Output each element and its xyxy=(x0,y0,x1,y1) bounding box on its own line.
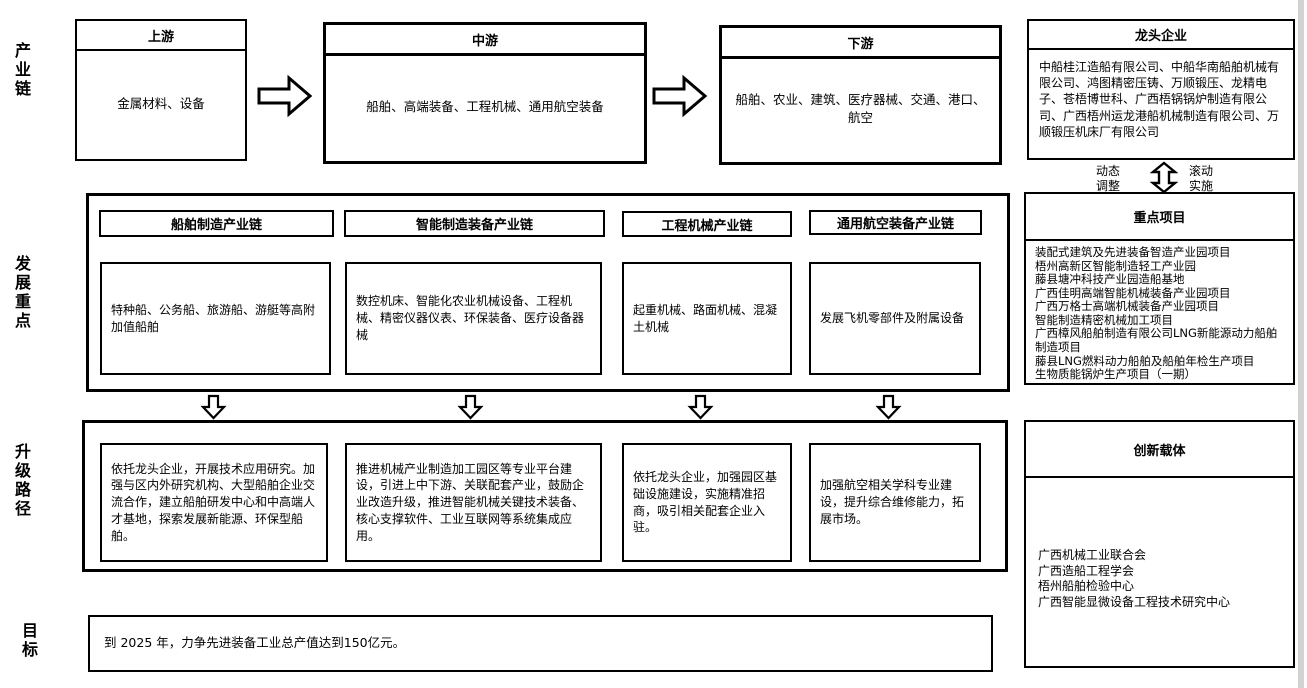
midstream-body: 船舶、高端装备、工程机械、通用航空装备 xyxy=(366,98,604,114)
cycle-arrow-left-line1: 动态 xyxy=(1096,164,1121,178)
key-project-item: 装配式建筑及先进装备智造产业园项目 xyxy=(1035,245,1231,259)
goal-text: 到 2025 年，力争先进装备工业总产值达到150亿元。 xyxy=(104,635,406,651)
key-project-item: 广西万格士高端机械装备产业园项目 xyxy=(1035,299,1219,314)
right-arrow-icon xyxy=(257,74,313,118)
key-project-item: 梧州高新区智能制造轻工产业园 xyxy=(1035,258,1196,273)
upgrade-box-smart-equipment: 推进机械产业制造加工园区等专业平台建设，引进上中下游、关联配套产业，鼓励企业改造… xyxy=(345,443,602,562)
key-project-item: 智能制造精密机械加工项目 xyxy=(1035,312,1173,327)
key-project-item: 藤县LNG燃料动力船舶及船舶年检生产项目 xyxy=(1035,353,1255,368)
key-project-item: 广西佳明高端智能机械装备产业园项目 xyxy=(1035,285,1231,300)
chain-body-smart-equipment: 数控机床、智能化农业机械设备、工程机械、精密仪器仪表、环保装备、医疗设备器械 xyxy=(345,262,602,375)
innovation-carrier-item: 广西智能显微设备工程技术研究中心 xyxy=(1038,594,1231,609)
upgrade-box-construction-machinery-text: 依托龙头企业，加强园区基础设施建设，实施精准招商，吸引相关配套企业入驻。 xyxy=(633,469,778,535)
chain-body-general-aviation-text: 发展飞机零部件及附属设备 xyxy=(820,311,965,326)
chain-header-smart-equipment: 智能制造装备产业链 xyxy=(344,210,605,237)
down-arrow-icon xyxy=(200,394,227,420)
innovation-carriers-box: 创新载体 广西机械工业联合会 广西造船工程学会 梧州船舶检验中心 广西智能显微设… xyxy=(1024,420,1295,668)
key-project-item: 藤县塘冲科技产业园造船基地 xyxy=(1035,272,1185,287)
chain-body-shipbuilding: 特种船、公务船、旅游船、游艇等高附加值船舶 xyxy=(100,262,331,375)
chain-header-general-aviation: 通用航空装备产业链 xyxy=(809,210,982,235)
leading-enterprises-body: 中船桂江造船有限公司、中船华南船舶机械有限公司、鸿图精密压铸、万顺锻压、龙精电子… xyxy=(1039,60,1280,139)
innovation-carriers-title: 创新载体 xyxy=(1026,422,1293,478)
downstream-title: 下游 xyxy=(722,28,999,59)
upgrade-box-general-aviation: 加强航空相关学科专业建设，提升综合维修能力，拓展市场。 xyxy=(809,443,981,562)
upstream-box: 上游 金属材料、设备 xyxy=(75,19,247,161)
chain-body-smart-equipment-text: 数控机床、智能化农业机械设备、工程机械、精密仪器仪表、环保装备、医疗设备器械 xyxy=(356,294,585,342)
upstream-body: 金属材料、设备 xyxy=(117,95,205,111)
cycle-arrow-left-label: 动态 调整 xyxy=(1096,164,1120,194)
upgrade-box-general-aviation-text: 加强航空相关学科专业建设，提升综合维修能力，拓展市场。 xyxy=(820,478,965,526)
midstream-title: 中游 xyxy=(326,25,644,56)
cycle-arrow-right-line1: 滚动 xyxy=(1189,164,1214,178)
key-projects-title: 重点项目 xyxy=(1026,194,1293,241)
innovation-carriers-list: 广西机械工业联合会 广西造船工程学会 梧州船舶检验中心 广西智能显微设备工程技术… xyxy=(1026,478,1293,610)
chain-body-general-aviation: 发展飞机零部件及附属设备 xyxy=(809,262,981,375)
down-arrow-icon xyxy=(687,394,714,420)
leading-enterprises-title: 龙头企业 xyxy=(1029,21,1293,50)
upgrade-box-construction-machinery: 依托龙头企业，加强园区基础设施建设，实施精准招商，吸引相关配套企业入驻。 xyxy=(622,443,792,562)
right-arrow-icon xyxy=(652,74,708,118)
cycle-arrow-right-label: 滚动 实施 xyxy=(1189,164,1213,194)
chain-header-construction-machinery: 工程机械产业链 xyxy=(622,211,792,237)
vertical-scrollbar[interactable] xyxy=(1298,0,1304,688)
upgrade-box-shipbuilding-text: 依托龙头企业，开展技术应用研究。加强与区内外研究机构、大型船舶企业交流合作，建立… xyxy=(111,461,316,543)
innovation-carrier-item: 梧州船舶检验中心 xyxy=(1038,579,1135,594)
midstream-box: 中游 船舶、高端装备、工程机械、通用航空装备 xyxy=(323,22,647,164)
key-project-item: 生物质能锅炉生产项目（一期） xyxy=(1035,367,1196,382)
innovation-carrier-item: 广西造船工程学会 xyxy=(1038,563,1135,578)
upgrade-box-smart-equipment-text: 推进机械产业制造加工园区等专业平台建设，引进上中下游、关联配套产业，鼓励企业改造… xyxy=(356,461,585,543)
down-arrow-icon xyxy=(875,394,902,420)
leading-enterprises-box: 龙头企业 中船桂江造船有限公司、中船华南船舶机械有限公司、鸿图精密压铸、万顺锻压… xyxy=(1027,19,1295,160)
upgrade-box-shipbuilding: 依托龙头企业，开展技术应用研究。加强与区内外研究机构、大型船舶企业交流合作，建立… xyxy=(100,443,328,562)
key-projects-box: 重点项目 装配式建筑及先进装备智造产业园项目 梧州高新区智能制造轻工产业园 藤县… xyxy=(1024,192,1295,385)
row-label-goal: 目标 xyxy=(19,622,38,660)
row-label-industry-chain: 产业链 xyxy=(12,42,31,99)
innovation-carrier-item: 广西机械工业联合会 xyxy=(1038,548,1147,562)
row-label-upgrade-path: 升级路径 xyxy=(12,443,31,519)
key-project-item: 广西樟风船舶制造有限公司LNG新能源动力船舶制造项目 xyxy=(1035,326,1278,354)
downstream-body: 船舶、农业、建筑、医疗器械、交通、港口、航空 xyxy=(735,91,986,125)
down-arrow-icon xyxy=(457,394,484,420)
chain-header-shipbuilding: 船舶制造产业链 xyxy=(99,210,334,237)
double-vertical-arrow-icon xyxy=(1150,161,1178,194)
chain-body-construction-machinery: 起重机械、路面机械、混凝土机械 xyxy=(622,262,792,375)
cycle-arrow-right-line2: 实施 xyxy=(1189,179,1214,193)
cycle-arrow-left-line2: 调整 xyxy=(1096,179,1121,193)
chain-body-construction-machinery-text: 起重机械、路面机械、混凝土机械 xyxy=(633,302,778,334)
row-label-development-focus: 发展重点 xyxy=(12,255,31,331)
downstream-box: 下游 船舶、农业、建筑、医疗器械、交通、港口、航空 xyxy=(719,25,1002,165)
chain-body-shipbuilding-text: 特种船、公务船、旅游船、游艇等高附加值船舶 xyxy=(111,302,316,334)
key-projects-list: 装配式建筑及先进装备智造产业园项目 梧州高新区智能制造轻工产业园 藤县塘冲科技产… xyxy=(1026,241,1293,382)
upstream-title: 上游 xyxy=(77,21,245,51)
goal-box: 到 2025 年，力争先进装备工业总产值达到150亿元。 xyxy=(88,615,993,672)
